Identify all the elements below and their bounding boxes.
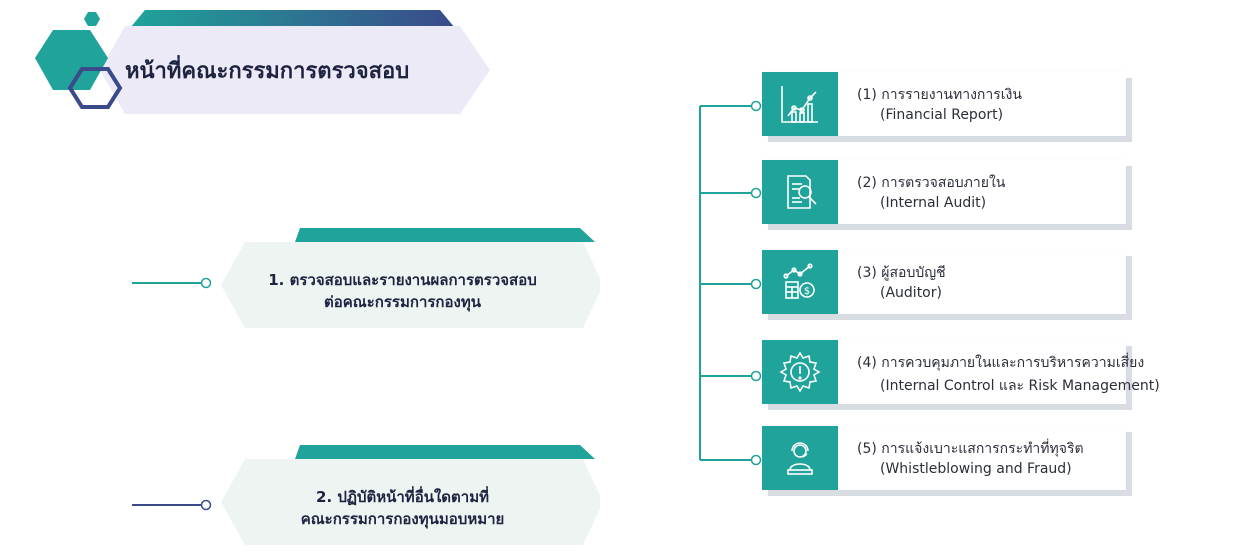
detail-card-3-subtitle: (Auditor) [880, 285, 942, 301]
document-search-icon [762, 160, 838, 224]
title-banner: หน้าที่คณะกรรมการตรวจสอบ [30, 8, 490, 128]
page-title: หน้าที่คณะกรรมการตรวจสอบ [125, 58, 410, 84]
main-item-2-line1: 2. ปฏิบัติหน้าที่อื่นใดตามที่ [316, 488, 489, 507]
detail-card-4-subtitle: (Internal Control และ Risk Management) [880, 378, 1160, 394]
title-shape [35, 10, 490, 114]
svg-text:$: $ [804, 286, 810, 297]
main-item-1-shape [221, 228, 600, 328]
detail-card-2: (2) การตรวจสอบภายใน (Internal Audit) [762, 160, 1132, 230]
detail-card-1-subtitle: (Financial Report) [880, 107, 1004, 123]
detail-card-5-subtitle: (Whistleblowing and Fraud) [880, 461, 1072, 477]
main-item-2-line2: คณะกรรมการกองทุนมอบหมาย [300, 510, 505, 528]
detail-card-5: (5) การแจ้งเบาะแสการกระทำที่ทุจริต (Whis… [762, 426, 1132, 496]
detail-card-2-title: (2) การตรวจสอบภายใน [857, 175, 1006, 191]
detail-card-1: (1) การรายงานทางการเงิน (Financial Repor… [762, 72, 1132, 142]
detail-card-3: $ (3) ผู้สอบบัญชี (Auditor) [762, 250, 1132, 320]
detail-card-2-subtitle: (Internal Audit) [880, 195, 987, 211]
detail-card-1-title: (1) การรายงานทางการเงิน [857, 87, 1022, 103]
chart-icon [762, 72, 838, 136]
calculator-money-icon: $ [762, 250, 838, 314]
operator-icon [762, 426, 838, 490]
gear-alert-icon [762, 340, 838, 404]
main-item-2-shape [221, 445, 600, 545]
detail-card-5-title: (5) การแจ้งเบาะแสการกระทำที่ทุจริต [857, 441, 1084, 457]
detail-card-4-title: (4) การควบคุมภายในและการบริหารความเสี่ยง [857, 355, 1145, 371]
main-item-1-line1: 1. ตรวจสอบและรายงานผลการตรวจสอบ [268, 271, 537, 290]
main-item-1-line2: ต่อคณะกรรมการกองทุน [324, 293, 481, 311]
detail-card-3-title: (3) ผู้สอบบัญชี [857, 265, 946, 281]
detail-card-4: (4) การควบคุมภายในและการบริหารความเสี่ยง… [762, 340, 1160, 410]
main-item-1: 1. ตรวจสอบและรายงานผลการตรวจสอบ ต่อคณะกร… [205, 228, 600, 328]
main-item-2: 2. ปฏิบัติหน้าที่อื่นใดตามที่ คณะกรรมการ… [205, 445, 600, 545]
